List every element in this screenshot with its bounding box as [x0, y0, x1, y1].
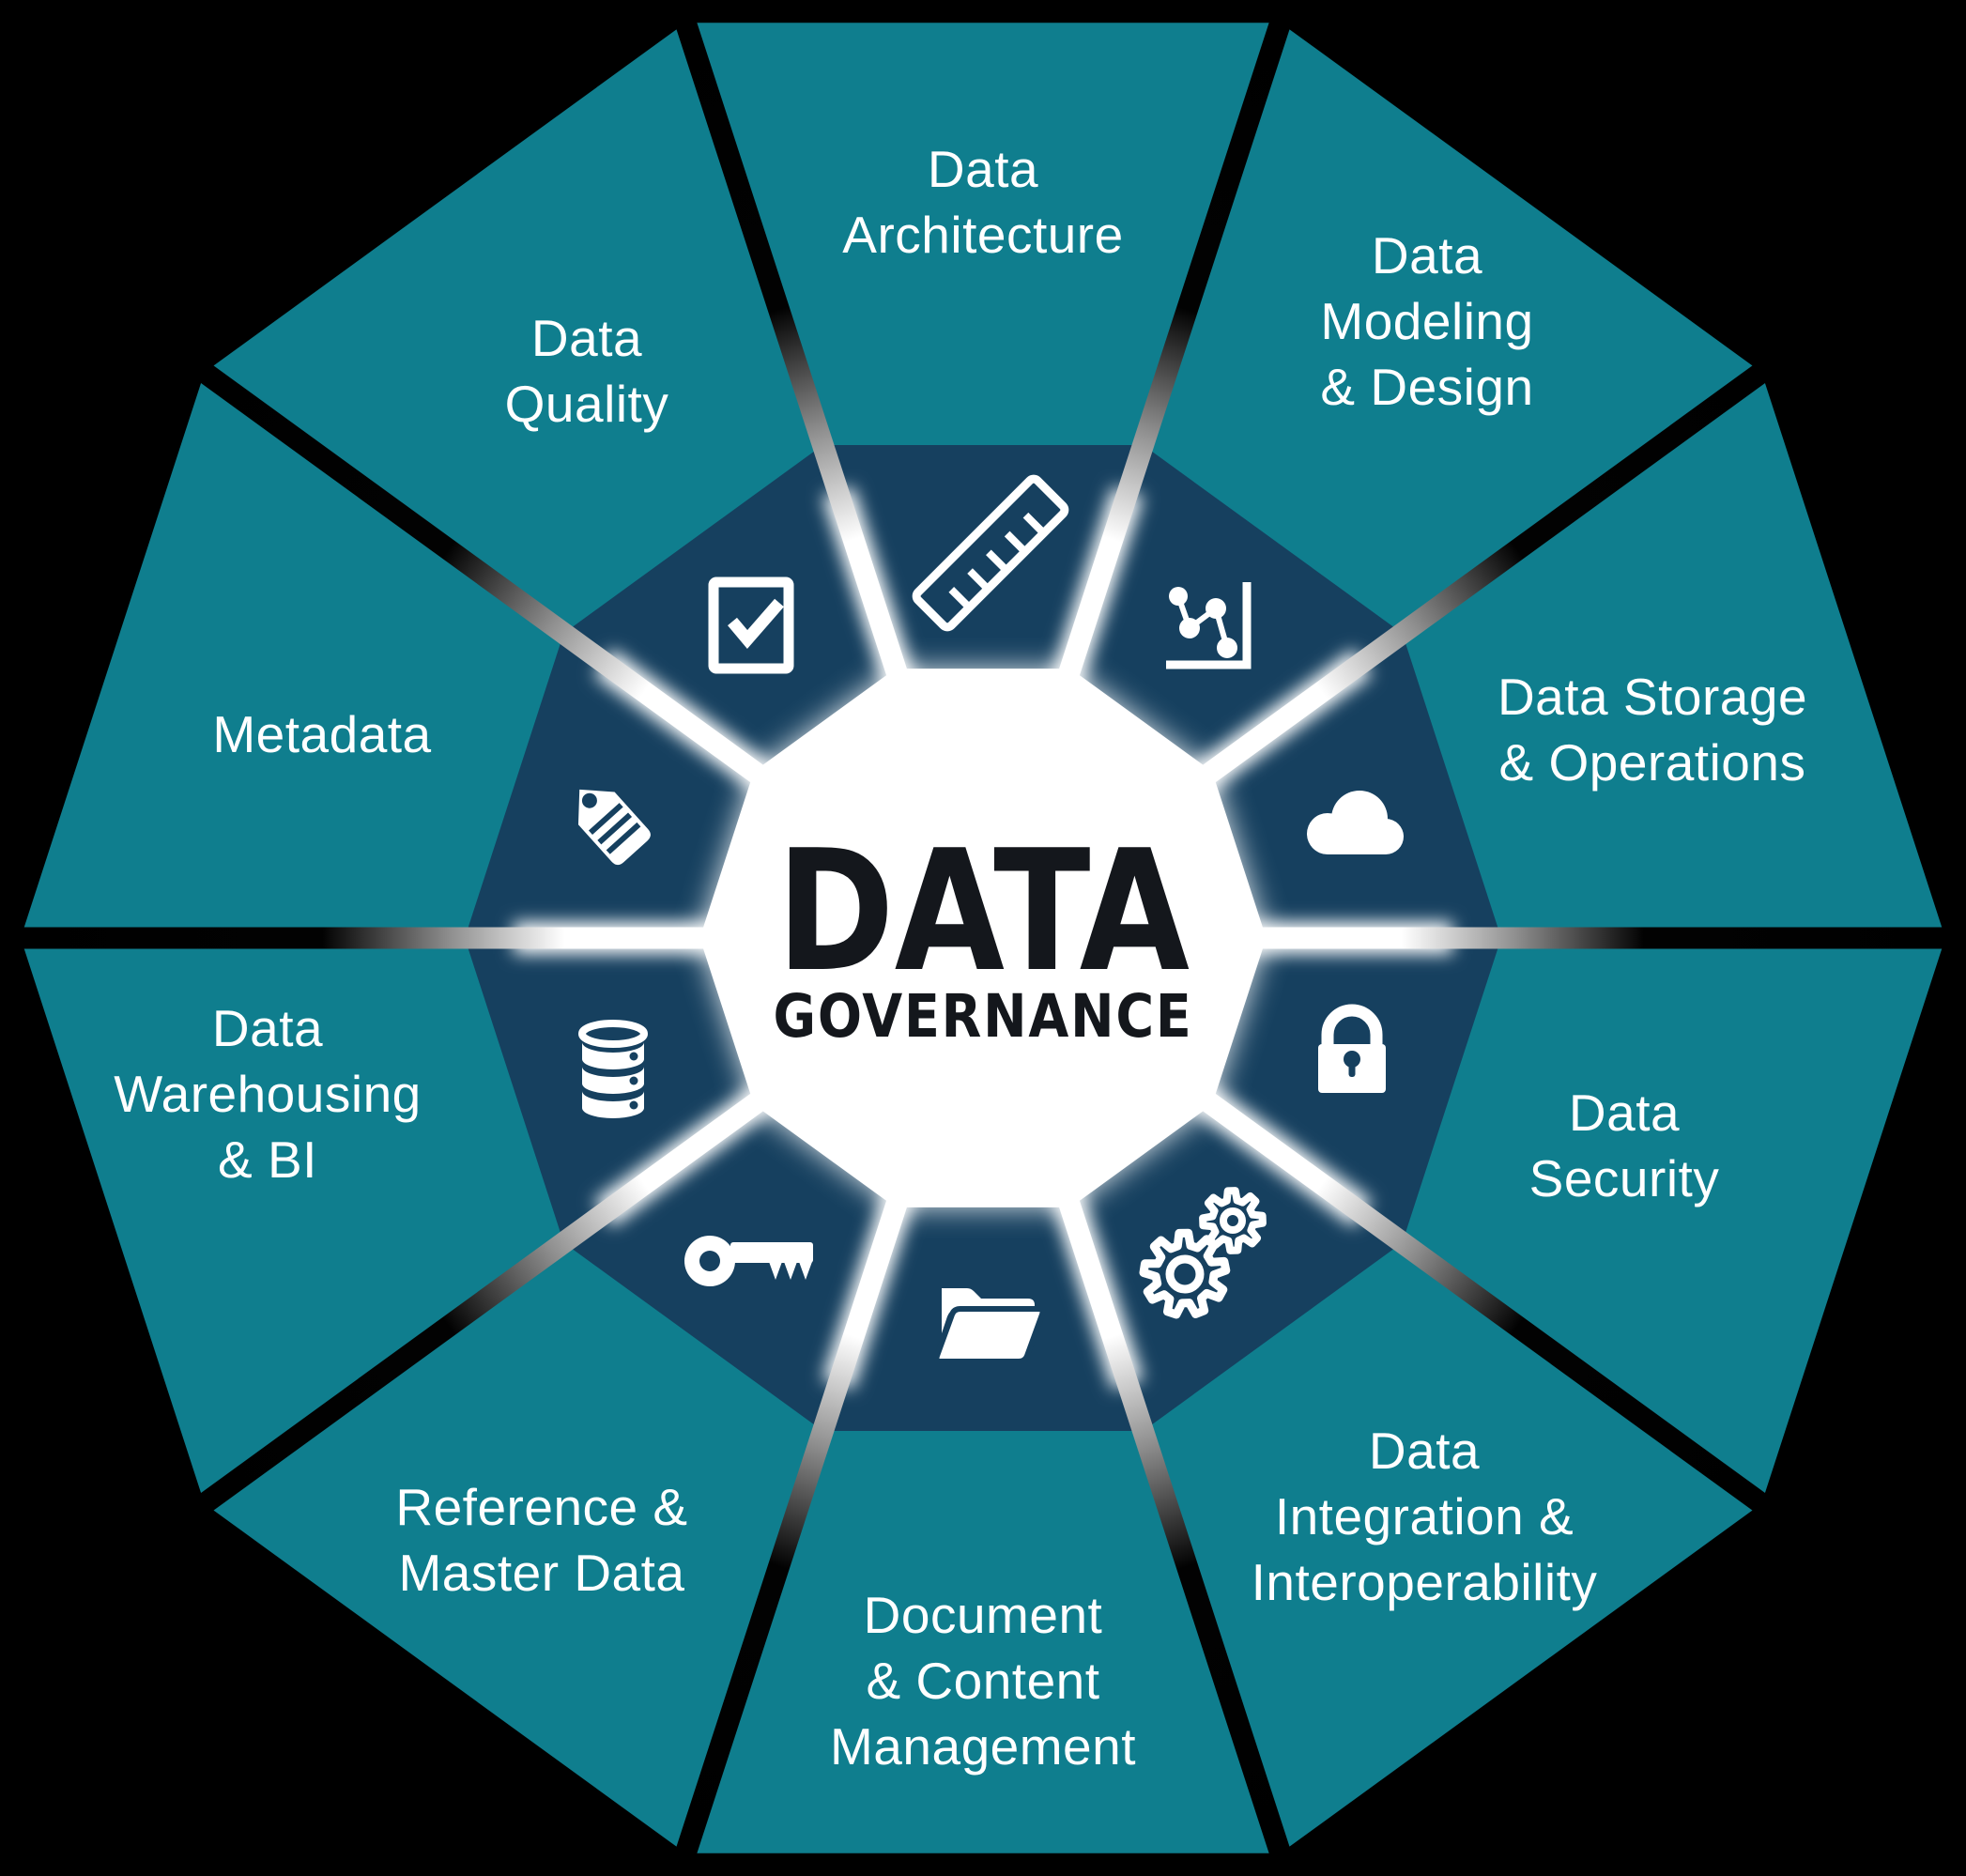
- cloud-icon: [1307, 791, 1404, 854]
- segment-label-line: Data: [1372, 226, 1482, 284]
- segment-label-line: Management: [830, 1717, 1136, 1776]
- segment-label-line: Data: [1369, 1422, 1480, 1480]
- segment-divider: [167, 1042, 834, 1535]
- ruler-icon: [912, 474, 1069, 632]
- segment-label-line: Data: [212, 999, 323, 1057]
- segment-label: Data Storage & Operations: [1498, 668, 1807, 792]
- center-title-governance: GOVERNANCE: [774, 982, 1193, 1051]
- segment-label-line: Modeling: [1320, 292, 1533, 350]
- center-title: DATA GOVERNANCE: [774, 814, 1193, 1051]
- segment-label-line: Data: [928, 140, 1038, 198]
- segment-divider: [667, 0, 934, 759]
- segment-label-line: & BI: [218, 1130, 317, 1189]
- tag-icon: [577, 789, 651, 866]
- segment-label-line: Reference &: [395, 1478, 687, 1536]
- key-icon: [684, 1236, 813, 1286]
- segment-label: Reference & Master Data: [395, 1478, 687, 1602]
- segment-divider: [1032, 0, 1299, 759]
- gears-icon: [1139, 1187, 1267, 1319]
- segment-label-line: Interoperability: [1252, 1553, 1598, 1611]
- segment-label-line: & Operations: [1498, 733, 1805, 792]
- center-decagon: [700, 669, 1266, 1207]
- segment-divider: [1132, 1042, 1799, 1535]
- segment-label-line: Data: [531, 309, 642, 367]
- segment-label-line: & Design: [1320, 358, 1533, 416]
- lock-icon: [1318, 1004, 1386, 1093]
- segment-metadata: Metadata: [212, 705, 651, 866]
- segment-reference-master-data: Reference & Master Data: [395, 1236, 813, 1602]
- segment-label-line: Data: [1569, 1084, 1680, 1142]
- segment-label-line: Quality: [505, 375, 669, 433]
- segment-divider: [667, 1117, 934, 1876]
- segment-label-line: Architecture: [842, 206, 1123, 264]
- database-icon: [578, 1020, 648, 1118]
- chart-icon: [1166, 582, 1252, 669]
- segment-label-line: Master Data: [398, 1544, 684, 1602]
- segment-label-line: Warehousing: [114, 1065, 422, 1123]
- segment-divider: [1032, 1117, 1299, 1876]
- segment-data-storage-operations: Data Storage & Operations: [1307, 668, 1807, 854]
- center-title-data: DATA: [776, 814, 1190, 1008]
- folder-icon: [933, 1288, 1046, 1364]
- segment-label-line: Metadata: [212, 705, 431, 763]
- segment-divider: [1132, 341, 1799, 834]
- segment-label-line: Integration &: [1275, 1487, 1574, 1545]
- segment-divider: [167, 341, 834, 834]
- segment-label-line: Data Storage: [1498, 668, 1807, 726]
- segment-label-line: & Content: [866, 1652, 1099, 1710]
- segment-label: Metadata: [212, 705, 431, 763]
- segment-label-line: Security: [1529, 1149, 1720, 1207]
- checkbox-icon: [708, 577, 794, 674]
- segment-label-line: Document: [864, 1586, 1103, 1644]
